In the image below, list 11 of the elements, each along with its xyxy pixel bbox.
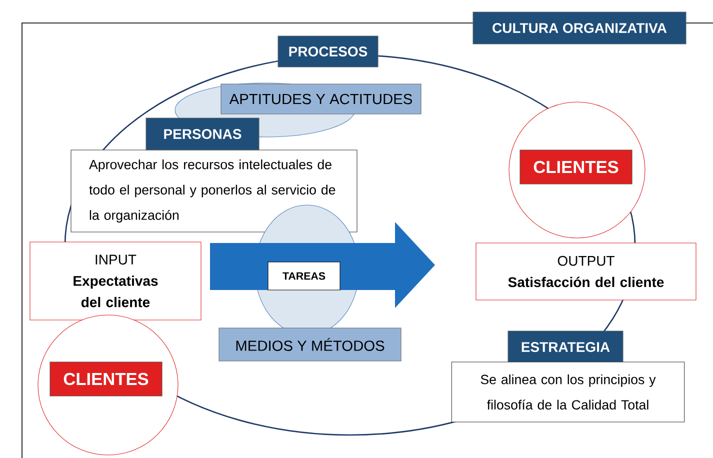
heading-label: PERSONAS bbox=[146, 118, 260, 150]
text-box: Se alinea con los principios y filosofía de la Calidad Total bbox=[451, 362, 685, 422]
text-box: OUTPUT Satisfacción del cliente bbox=[476, 242, 696, 300]
heading-label: CLIENTES bbox=[50, 362, 162, 396]
heading-label: CLIENTES bbox=[520, 150, 632, 184]
text-box: Aprovechar los recursos intelectuales de todo el personal y ponerlos al servicio de la organización bbox=[70, 150, 358, 232]
text-box: INPUT Expectativas del cliente bbox=[30, 242, 202, 320]
heading-label: PROCESOS bbox=[278, 36, 378, 68]
heading-label: CULTURA ORGANIZATIVA bbox=[472, 12, 686, 44]
label-box: MEDIOS Y MÉTODOS bbox=[218, 328, 402, 362]
heading-label: ESTRATEGIA bbox=[508, 330, 624, 364]
